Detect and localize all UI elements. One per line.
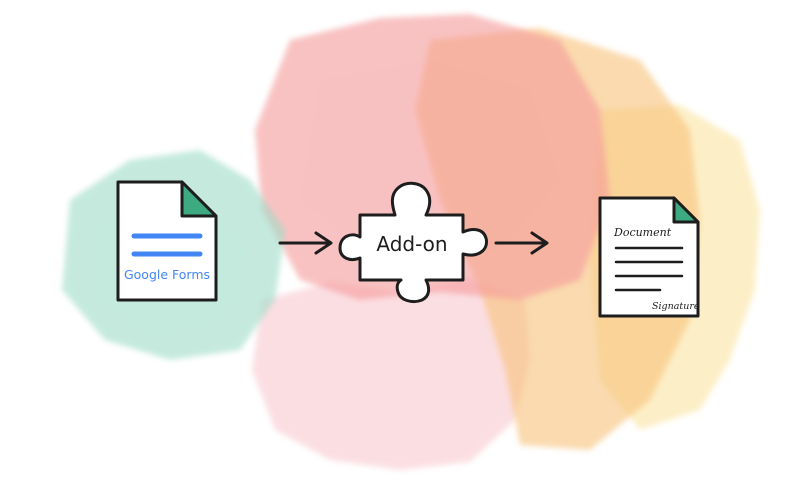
signed-document-icon bbox=[598, 196, 700, 318]
red-splash bbox=[255, 14, 610, 300]
pink-splash bbox=[252, 278, 530, 470]
arrow-forms-to-addon bbox=[278, 231, 333, 255]
document-title: Document bbox=[613, 226, 672, 239]
google-forms-icon bbox=[116, 180, 218, 302]
document-signature: Signature bbox=[652, 301, 700, 312]
arrow-addon-to-document bbox=[494, 231, 549, 255]
addon-node[interactable]: Add-on bbox=[338, 181, 488, 304]
document-node[interactable]: Document Signature bbox=[598, 196, 700, 318]
addon-label: Add-on bbox=[376, 232, 447, 256]
google-forms-label: Google Forms bbox=[124, 267, 210, 282]
puzzle-piece-icon bbox=[338, 181, 488, 304]
google-forms-node[interactable]: Google Forms bbox=[116, 180, 218, 302]
